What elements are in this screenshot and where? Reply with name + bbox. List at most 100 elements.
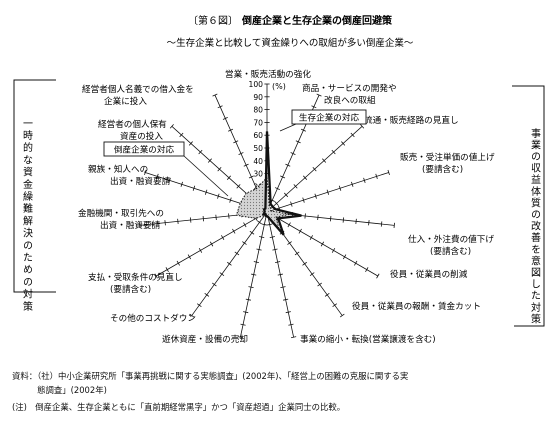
category-label-line: 金融機関・取引先への <box>78 207 164 219</box>
series-legend-box: 生存企業の対応 <box>279 109 367 132</box>
category-label-line: 資産の投入 <box>120 130 163 142</box>
axis-tick-mark <box>331 149 336 155</box>
axis-tick-mark <box>180 181 183 187</box>
axis-tick-mark <box>309 235 313 241</box>
category-label-line: 経営者個人名義での借入金を <box>82 83 194 95</box>
axis-tick-mark <box>256 248 262 251</box>
axis-tick-mark <box>217 105 223 109</box>
left-side-label: 一時的な資金繰難解決のための対策 <box>21 118 33 313</box>
category-label: 仕入・外注費の値下げ(要請含む) <box>408 233 494 257</box>
axis-tick-mark <box>257 220 262 225</box>
category-label: 役員・従業員の報酬・賃金カット <box>352 300 481 312</box>
category-label-line: 流通・販売経路の見直し <box>364 114 459 126</box>
axis-tick-mark <box>217 166 222 172</box>
axis-tick-mark <box>302 261 307 266</box>
category-label-line: 経営者の個人保有 <box>98 118 167 130</box>
figure-subtitle: ～生存企業と比較して資金繰りへの取組が多い倒産企業～ <box>167 37 414 49</box>
axis-tick-mark <box>156 173 159 179</box>
category-label: 営業・販売活動の強化 <box>225 68 311 80</box>
category-label-line: 仕入・外注費の値下げ <box>408 233 494 245</box>
axis-tick-mark <box>189 313 195 318</box>
axis-tick-mark <box>215 214 217 220</box>
footnote: (注) 倒産企業、生存企業ともに「直前期経常黒字」かつ「資産超過」企業同士の比較… <box>12 402 346 412</box>
axis-tick-mark <box>341 141 346 146</box>
axis-tick-mark <box>293 184 298 189</box>
axis-tick-mark <box>202 216 205 222</box>
axis-tick-mark <box>237 336 244 339</box>
category-label: 経営者個人名義での借入金を企業に投入 <box>82 83 194 107</box>
category-label: 親族・知人への出資・融資要請 <box>88 163 171 187</box>
source-note: 資料：（社）中小企業研究所「事業再挑戦に関する実態調査」(2002年)、「経営上… <box>12 371 409 381</box>
category-label-line: (要請含む) <box>110 283 151 295</box>
axis-tick-mark <box>212 93 218 97</box>
axis-tick-mark <box>198 247 203 253</box>
axis-tick-mark <box>283 298 289 301</box>
axis-tick-mark <box>342 254 347 260</box>
axis-tick-mark <box>365 267 369 273</box>
axis-tick-mark <box>234 251 240 256</box>
category-label-line: 企業に投入 <box>104 95 147 107</box>
axis-tick-mark <box>312 166 317 172</box>
axis-tick-mark <box>272 248 278 251</box>
axis-tick-mark <box>376 273 380 279</box>
axis-tick-mark <box>304 213 306 219</box>
axis-tick-mark <box>198 149 203 155</box>
axis-tick-mark <box>243 163 249 167</box>
axis-tick-mark <box>243 311 249 314</box>
axis-tick-mark <box>314 193 317 199</box>
axis-tick-mark <box>387 169 390 176</box>
axis-tick-mark <box>245 298 251 301</box>
axis-tick-mark <box>326 189 330 195</box>
axis-tick-mark <box>242 241 247 245</box>
axis-tick-mark <box>261 223 267 226</box>
axis-tick-mark <box>196 303 202 308</box>
axis-tick-mark <box>285 163 291 167</box>
axis-tick-mark <box>209 241 214 247</box>
scale-tick-label: 90 <box>253 93 263 102</box>
axis-tick-mark <box>363 177 366 183</box>
axis-tick-mark <box>238 152 244 155</box>
axis-tick-mark <box>204 292 210 297</box>
category-label-line: 販売・受注単価の値上げ <box>400 151 495 163</box>
axis-tick-mark <box>302 197 305 203</box>
axis-tick-mark <box>188 141 193 146</box>
category-label: 役員・従業員の削減 <box>390 268 468 280</box>
scale-tick-label: 50 <box>253 144 263 153</box>
legend-leader-line <box>279 123 297 132</box>
axis-tick-mark <box>236 184 241 189</box>
axis-tick-mark <box>331 247 336 253</box>
series-legend-box: 倒産企業の対応 <box>103 141 229 197</box>
axis-tick-mark <box>283 192 289 198</box>
scale-tick-label: 70 <box>253 118 263 127</box>
category-label-line: (要請含む) <box>430 245 471 257</box>
axis-tick-mark <box>269 236 275 238</box>
axis-tick-mark <box>165 267 169 273</box>
axis-tick-mark <box>290 152 296 155</box>
legend-leader-line <box>183 155 229 197</box>
axis-tick-mark <box>360 124 365 129</box>
axis-tick-mark <box>317 214 319 220</box>
axis-tick-mark <box>207 158 212 163</box>
category-label: 流通・販売経路の見直し <box>364 114 459 126</box>
axis-tick-mark <box>317 282 323 287</box>
axis-tick-mark <box>339 313 345 318</box>
axis-tick-mark <box>354 260 358 266</box>
axis-tick-mark <box>154 273 158 279</box>
scale-tick-label: 60 <box>253 131 263 140</box>
axis-tick-mark <box>322 158 327 163</box>
axis-tick-mark <box>248 175 254 179</box>
scale-tick-label: 30 <box>253 170 263 179</box>
scale-unit: (%) <box>272 82 286 91</box>
category-label-line: その他のコストダウン <box>110 312 196 324</box>
axis-tick-mark <box>274 187 280 191</box>
axis-tick-mark <box>294 251 300 256</box>
category-label-line: 出資・融資要請 <box>110 175 171 187</box>
axis-tick-mark <box>329 216 332 222</box>
axis-tick-mark <box>243 222 247 228</box>
axis-tick-mark <box>332 303 338 308</box>
axis-tick-mark <box>164 220 166 226</box>
axis-tick-mark <box>295 140 301 144</box>
axis-tick-mark <box>219 272 225 276</box>
axis-tick-mark <box>375 173 378 179</box>
right-side-label: 事業の収益体質の改善を意図した対策 <box>529 127 541 325</box>
